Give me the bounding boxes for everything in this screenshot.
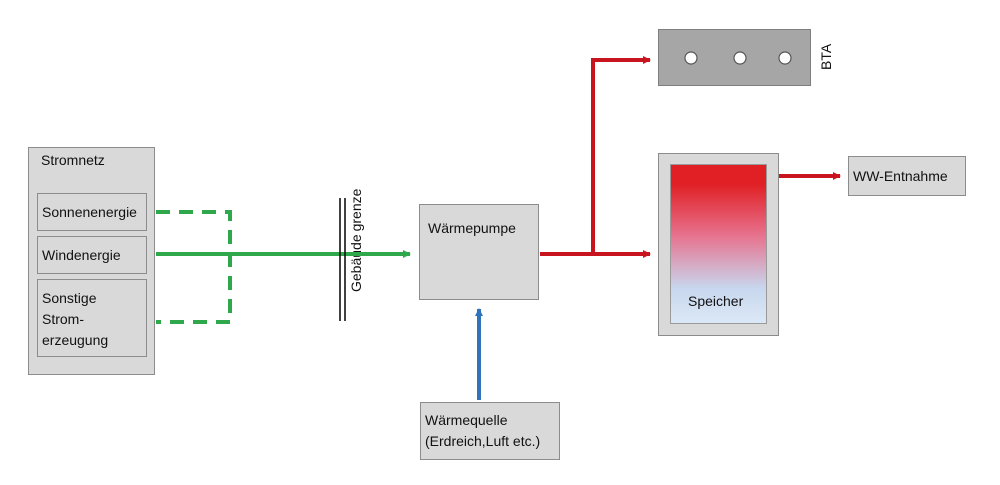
source-label-sonstige-2: Strom- bbox=[42, 311, 84, 327]
waermequelle-label-1: Wärmequelle bbox=[425, 412, 508, 428]
waermepumpe-box: Wärmepumpe bbox=[419, 204, 539, 300]
ww-entnahme-label: WW-Entnahme bbox=[853, 168, 948, 184]
source-label-sonstige-1: Sonstige bbox=[42, 290, 97, 306]
ww-entnahme-box: WW-Entnahme bbox=[848, 156, 966, 196]
waermequelle-label-2: (Erdreich,Luft etc.) bbox=[425, 433, 541, 449]
radiator-circle bbox=[733, 51, 747, 65]
source-label-windenergie: Windenergie bbox=[42, 247, 121, 263]
red-to-bta-arrow bbox=[591, 56, 651, 254]
waermequelle-box: Wärmequelle (Erdreich,Luft etc.) bbox=[420, 402, 560, 460]
source-label-sonnenenergie: Sonnenenergie bbox=[42, 204, 137, 220]
source-sonnenenergie: Sonnenenergie bbox=[37, 193, 147, 231]
speicher-tank: Speicher bbox=[670, 164, 767, 324]
radiator-circle bbox=[684, 51, 698, 65]
green-dashed-connector bbox=[156, 210, 232, 324]
waermepumpe-label: Wärmepumpe bbox=[428, 220, 516, 236]
stromnetz-title: Stromnetz bbox=[41, 152, 105, 168]
source-windenergie: Windenergie bbox=[37, 236, 147, 274]
source-sonstige: Sonstige Strom- erzeugung bbox=[37, 279, 147, 357]
speicher-label: Speicher bbox=[688, 293, 744, 309]
radiator-circle bbox=[778, 51, 792, 65]
source-label-sonstige-3: erzeugung bbox=[42, 332, 109, 348]
